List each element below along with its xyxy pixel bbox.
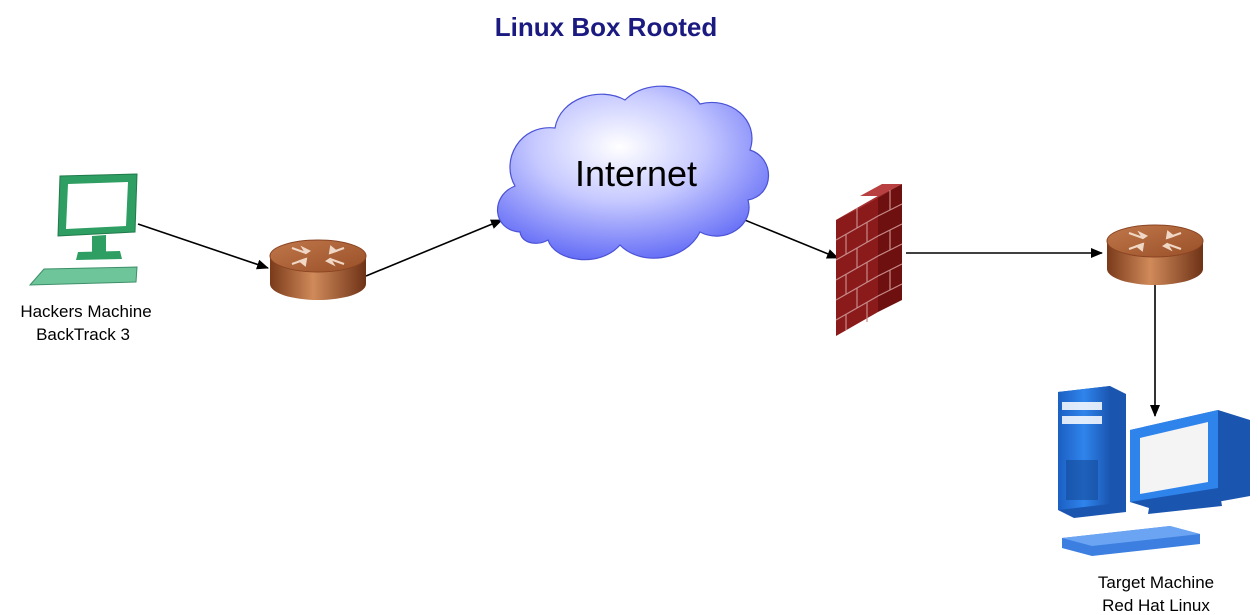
router-icon bbox=[269, 239, 367, 301]
firewall-icon bbox=[835, 184, 903, 336]
edge-hacker-router1 bbox=[137, 223, 269, 270]
hacker-label-line1: Hackers Machine bbox=[20, 302, 151, 321]
desktop-monitor-icon bbox=[28, 173, 138, 286]
diagram-title: Linux Box Rooted bbox=[495, 12, 717, 42]
edge-internet-firewall bbox=[729, 213, 839, 259]
desktop-computer-icon bbox=[1058, 386, 1250, 556]
router-icon bbox=[1106, 224, 1204, 286]
cloud-icon bbox=[497, 85, 770, 261]
target-label-line1: Target Machine bbox=[1098, 573, 1214, 592]
hacker-label-line2: BackTrack 3 bbox=[36, 325, 130, 344]
edge-router1-internet bbox=[365, 219, 503, 277]
connections bbox=[137, 213, 1160, 417]
target-label-line2: Red Hat Linux bbox=[1102, 596, 1210, 615]
internet-label: Internet bbox=[575, 153, 697, 194]
